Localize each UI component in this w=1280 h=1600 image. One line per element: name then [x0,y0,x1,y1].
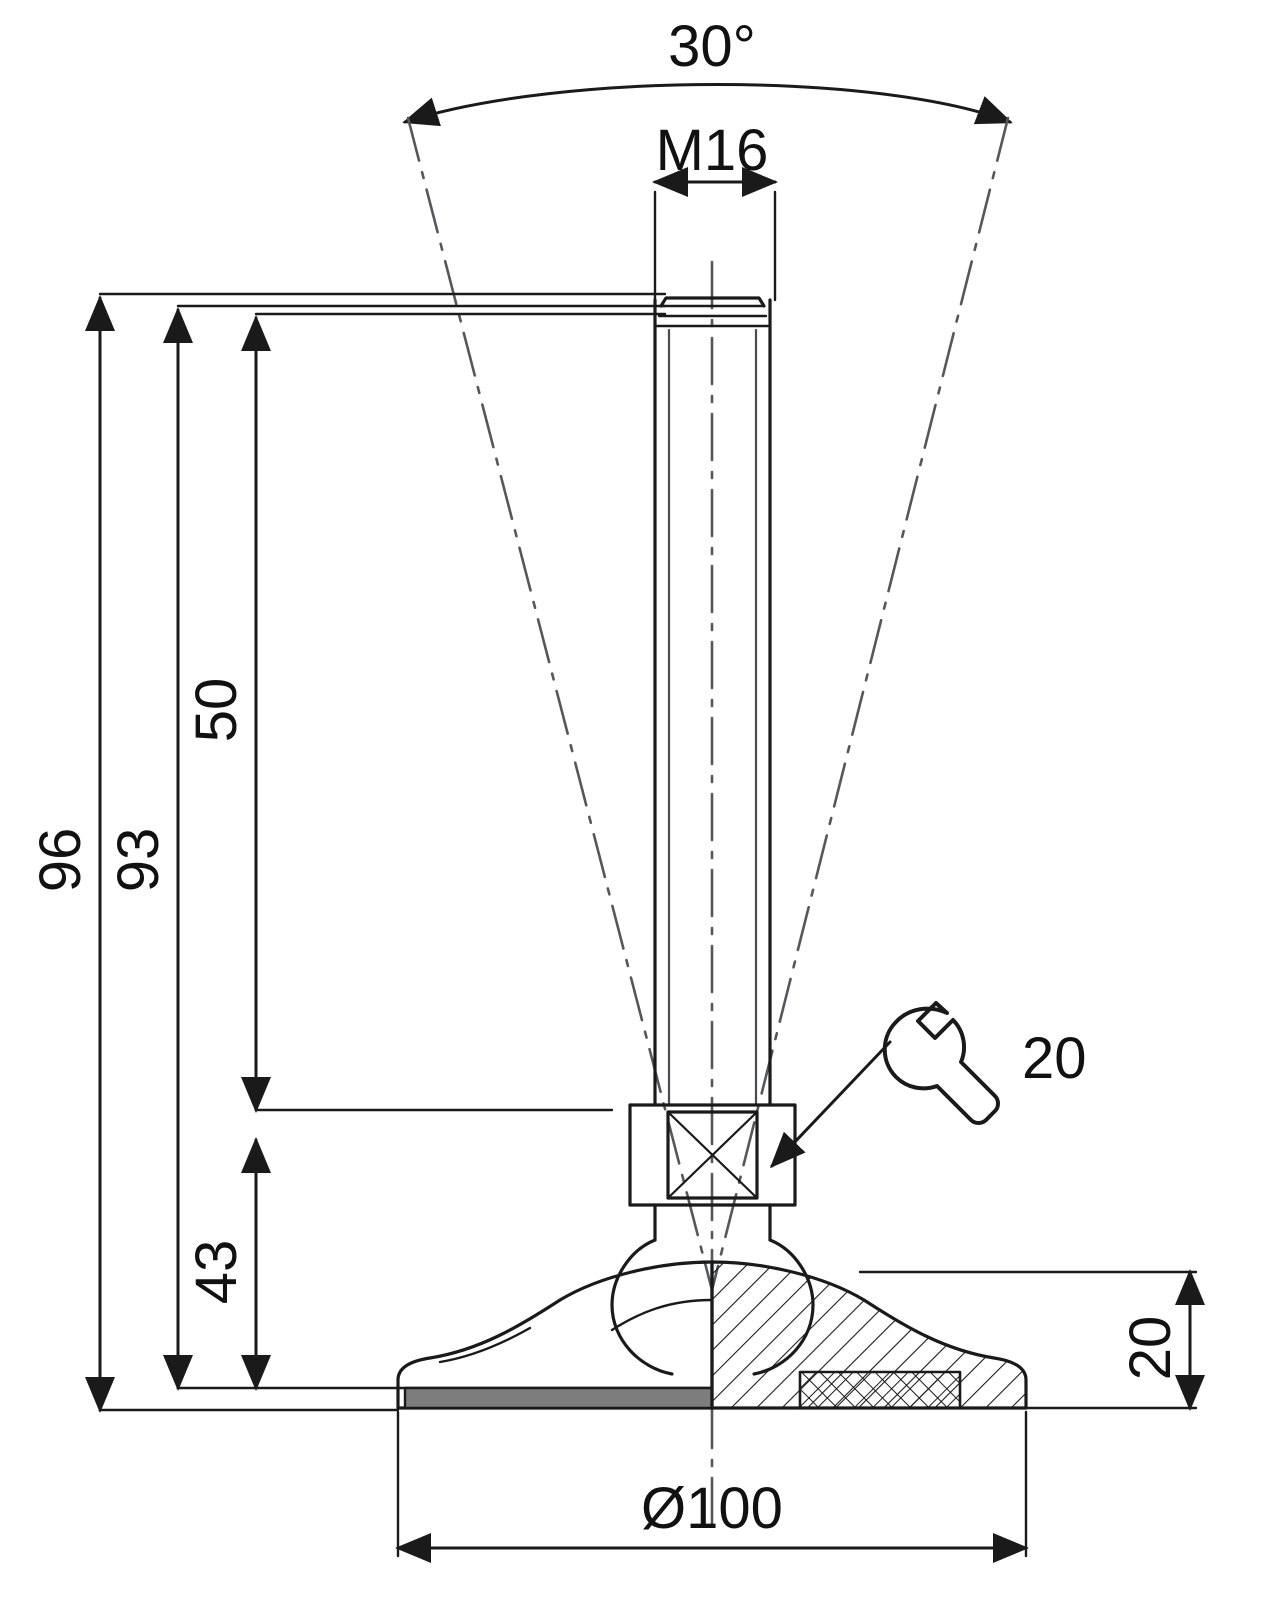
angle-construction-lines [406,116,1010,1292]
pad-left-profile [396,1260,714,1410]
base-thickness-label: 20 [1118,1316,1183,1381]
base-pad-right-section [710,1260,1028,1410]
base-pad-left [396,1260,714,1410]
angle-dimension-label: 30° [668,14,756,79]
threaded-stud [653,296,772,1107]
thread-length-label: 50 [184,678,249,743]
wrench-icon [882,1001,1000,1125]
dimension-50 [241,312,667,1113]
dimension-96 [85,292,667,1413]
hex-collar [628,1103,797,1207]
wrench-size-label: 20 [1022,1026,1087,1091]
base-diameter-label: Ø100 [641,1476,783,1541]
wrench-leader-line [769,1040,892,1169]
pad-right-crosshatch-insert [798,1370,962,1410]
lower-height-label: 43 [184,1240,249,1305]
dimension-diameter-100 [395,1410,1029,1563]
wrench-size-leader [769,1040,892,1169]
angle-dimension-30 [402,83,1013,127]
thread-dimension-m16 [652,167,778,302]
dimension-93 [163,304,667,1391]
dimension-20-base [858,1269,1205,1411]
stud-top-chamfer [659,296,766,308]
collar-outline [628,1103,797,1207]
thread-dimension-label: M16 [656,118,769,183]
shoulder-height-label: 93 [106,828,171,893]
pad-left-detail-1 [610,1298,714,1332]
angle-arc [402,83,1013,127]
overall-height-label: 96 [28,828,93,893]
rubber-pad-strip [403,1386,714,1410]
ball-left [610,1238,674,1376]
pad-left-detail-2 [438,1326,532,1364]
